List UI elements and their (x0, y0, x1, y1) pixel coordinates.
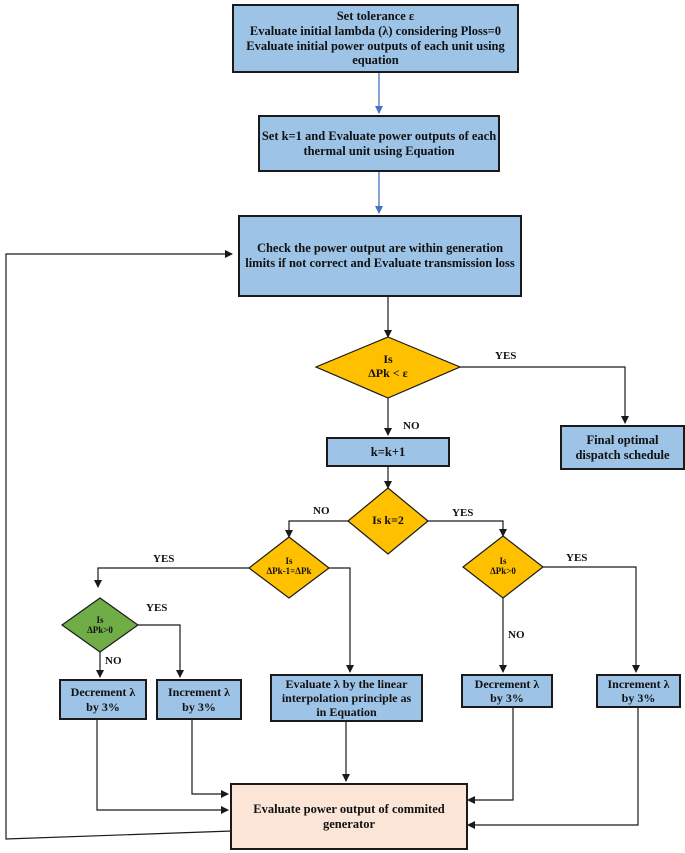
arrow-incright-to-evaluate (467, 708, 639, 829)
arrow-equal-no-to-interp (329, 567, 354, 673)
decleft-line-1: Decrement λ (70, 685, 136, 700)
decision-delta-tolerance-text: Is ΔPk < ε (336, 350, 440, 384)
incleft-line-1: Increment λ (168, 685, 230, 700)
decright-line-1: Decrement λ (474, 676, 540, 691)
box-decrement-right: Decrement λ by 3% (461, 674, 553, 708)
decision-k-equals-2-text: Is k=2 (358, 512, 418, 530)
evaluate-line-1: Evaluate power output of commited (253, 801, 445, 816)
arrow-feedback-loop (5, 250, 233, 840)
posleft-line-1: Is (96, 614, 104, 625)
init-line-3: Evaluate initial power outputs of each u… (246, 38, 505, 53)
arrow-k2-no-to-equal (285, 520, 348, 538)
setk-line-2: thermal unit using Equation (303, 143, 455, 158)
decision-delta-positive-left-text: Is ΔPk>0 (72, 610, 128, 640)
decision-delta-positive-right (462, 535, 544, 599)
init-line-2: Evaluate initial lambda (λ) considering … (249, 23, 502, 38)
incright-line-2: by 3% (621, 691, 656, 705)
interp-line-3: in Equation (316, 705, 377, 720)
arrow-decright-to-evaluate (467, 708, 514, 804)
arrow-posleft-yes-to-incleft (138, 624, 184, 678)
label-yes-tolerance: YES (495, 350, 517, 362)
k2-line-1: Is k=2 (372, 513, 404, 528)
arrow-incleft-to-evaluate (191, 720, 229, 798)
arrow-k2-yes-to-posright (428, 520, 507, 537)
decision-delta-equal (248, 536, 330, 599)
check-line-2: limits if not correct and Evaluate trans… (245, 256, 515, 270)
posleft-line-2: ΔPk>0 (87, 625, 113, 635)
label-no-tolerance: NO (403, 420, 420, 432)
tol-line-2: ΔPk < ε (368, 366, 408, 380)
label-yes-left: YES (146, 602, 168, 614)
init-line-4: equation (352, 53, 399, 68)
posright-line-2: ΔPk>0 (490, 566, 516, 576)
interp-line-1: Evaluate λ by the linear (285, 676, 408, 691)
decision-delta-equal-text: Is ΔPk-1=ΔPk (249, 551, 329, 581)
box-decrement-left: Decrement λ by 3% (59, 679, 147, 720)
arrow-tol-yes-to-final (460, 366, 629, 424)
setk-line-1: Set k=1 and Evaluate power outputs of ea… (261, 128, 497, 143)
arrow-posright-yes-to-incright (543, 566, 640, 673)
decleft-line-2: by 3% (86, 699, 120, 714)
posright-line-1: Is (499, 555, 507, 566)
final-line-2: dispatch schedule (575, 447, 670, 462)
equal-line-1: Is (285, 555, 293, 566)
box-k-increment: k=k+1 (326, 437, 450, 467)
box-final-schedule: Final optimal dispatch schedule (560, 425, 685, 470)
decision-delta-tolerance (314, 336, 462, 399)
label-yes-right: YES (566, 552, 588, 564)
evaluate-line-2: generator (322, 816, 376, 831)
incright-line-1: Increment λ (607, 676, 670, 691)
tol-line-1: Is (383, 352, 393, 367)
equal-line-2: ΔPk-1=ΔPk (266, 566, 312, 576)
box-set-k: Set k=1 and Evaluate power outputs of ea… (258, 115, 500, 172)
decision-k-equals-2 (347, 487, 429, 555)
check-line-1: Check the power output are within genera… (256, 241, 504, 256)
box-increment-right: Increment λ by 3% (596, 674, 681, 708)
arrow-decleft-to-evaluate (96, 720, 229, 814)
arrow-equal-yes-to-posleft (94, 567, 249, 588)
box-check-limits: Check the power output are within genera… (238, 215, 522, 297)
interp-line-2: interpolation principle as (281, 690, 412, 705)
incleft-line-2: by 3% (182, 699, 216, 714)
label-yes-k2: YES (452, 507, 474, 519)
final-line-1: Final optimal (586, 432, 659, 447)
decision-delta-positive-right-text: Is ΔPk>0 (473, 551, 533, 581)
box-initialize: Set tolerance ε Evaluate initial lambda … (232, 4, 519, 73)
label-no-k2: NO (313, 505, 330, 517)
decright-line-2: by 3% (490, 691, 524, 705)
box-increment-left: Increment λ by 3% (156, 679, 242, 720)
label-no-right: NO (508, 629, 525, 641)
decision-delta-positive-left (60, 597, 140, 653)
label-yes-equal: YES (153, 553, 175, 565)
kinc-line-1: k=k+1 (370, 444, 406, 459)
box-interpolation: Evaluate λ by the linear interpolation p… (270, 674, 423, 722)
label-no-left: NO (105, 655, 122, 667)
box-evaluate-output: Evaluate power output of commited genera… (230, 783, 468, 850)
init-line-1: Set tolerance ε (336, 9, 415, 23)
